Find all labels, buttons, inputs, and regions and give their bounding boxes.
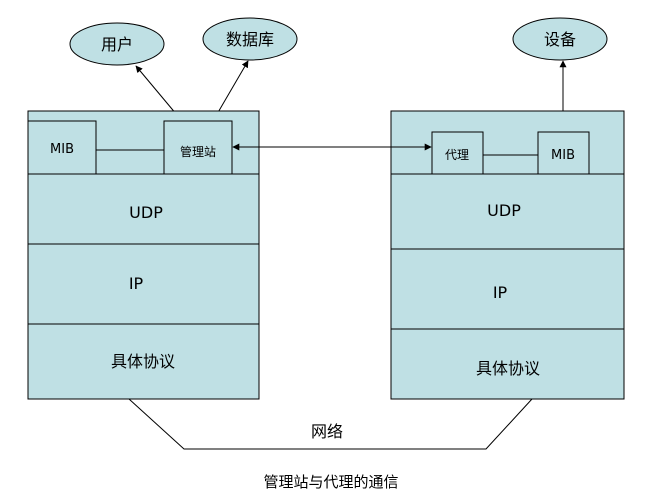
device-label: 设备 [544, 30, 576, 49]
network-label: 网络 [311, 422, 343, 441]
manager-udp-layer [27, 173, 260, 245]
manager-stack: MIB 管理站 UDP IP 具体协议 [27, 110, 260, 400]
manager-mib-label: MIB [50, 142, 74, 157]
network-line [128, 398, 533, 450]
manager-box [163, 120, 233, 175]
agent-box [431, 131, 484, 175]
user-node: 用户 [69, 22, 165, 66]
device-node: 设备 [512, 17, 608, 61]
user-label: 用户 [101, 35, 133, 54]
manager-protocol-label: 具体协议 [111, 352, 175, 371]
agent-stack: 代理 MIB UDP IP 具体协议 [390, 110, 625, 400]
agent-protocol-layer [390, 328, 625, 400]
manager-mib-box [27, 120, 97, 175]
manager-label: 管理站 [180, 144, 216, 159]
agent-ip-label: IP [493, 283, 508, 302]
agent-udp-layer [390, 173, 625, 250]
database-label: 数据库 [226, 30, 274, 49]
manager-ip-label: IP [129, 274, 144, 293]
agent-ip-layer [390, 248, 625, 330]
agent-udp-label: UDP [487, 201, 521, 220]
agent-mib-box [537, 131, 590, 175]
manager-ip-layer [27, 243, 260, 325]
database-node: 数据库 [202, 17, 298, 61]
agent-protocol-label: 具体协议 [476, 359, 540, 378]
diagram-caption: 管理站与代理的通信 [263, 473, 398, 491]
agent-mib-label: MIB [551, 148, 575, 163]
manager-protocol-layer [27, 323, 260, 400]
manager-udp-label: UDP [129, 203, 163, 222]
agent-label: 代理 [445, 148, 469, 162]
